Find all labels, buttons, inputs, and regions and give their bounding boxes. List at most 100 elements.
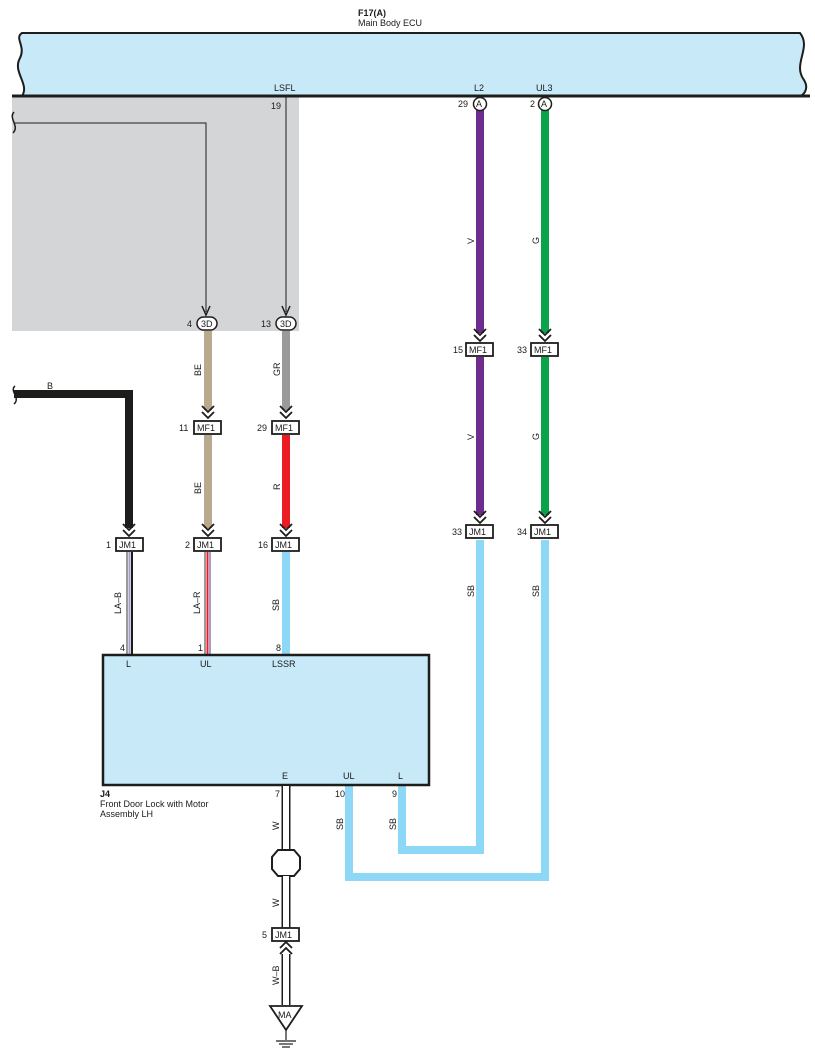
ecu-name: Main Body ECU: [358, 18, 422, 28]
wire-la-r-label: LA–R: [192, 591, 202, 614]
wire-sb-g-label: SB: [531, 585, 541, 597]
connector-jm1-g: [530, 524, 559, 539]
connector-3d-right-name: 3D: [280, 319, 292, 329]
connector-jm1-v-pin: 33: [452, 527, 462, 537]
lock-pin-lssr-label: LSSR: [272, 659, 296, 669]
arrow-3d-left: [201, 305, 211, 317]
connector-3d-right-pin: 13: [261, 319, 271, 329]
connector-jm1-be: [193, 537, 222, 552]
connector-jm1-w: [271, 927, 300, 942]
lock-pin-ul-bottom-number: 10: [335, 789, 345, 799]
ecu-pin-lsfl-label: LSFL: [274, 83, 296, 93]
connector-jm1-be-pin: 2: [185, 540, 190, 550]
internal-wire-left: [14, 122, 207, 312]
wire-v-upper-label: V: [466, 238, 476, 244]
ecu-connector-a-ul3-tag: A: [541, 99, 547, 109]
lock-pin-ul-bottom-label: UL: [343, 771, 355, 781]
connector-mf1-be-pin: 11: [179, 423, 188, 433]
connector-mf1-v: [465, 342, 494, 357]
connector-3d-right: [275, 316, 297, 331]
connector-mf1-v-pin: 15: [453, 345, 463, 355]
chevron-v-jm1: [473, 510, 487, 525]
ecu-body: [17, 32, 808, 97]
ecu-pin-l2-number: 29: [458, 99, 468, 109]
connector-jm1-b: [115, 537, 144, 552]
lock-name-line1: Front Door Lock with Motor: [100, 799, 209, 809]
lock-assembly-box: [101, 653, 431, 787]
connector-jm1-b-name: JM1: [119, 540, 136, 550]
connector-mf1-be: [193, 420, 222, 435]
lock-pin-ul-number: 1: [198, 643, 203, 653]
wire-w-upper-label: W: [271, 821, 281, 830]
lock-pin-l-label: L: [126, 659, 131, 669]
chevron-b-jm1: [122, 523, 136, 538]
connector-jm1-g-name: JM1: [534, 527, 551, 537]
wire-sb-l-route: [398, 540, 484, 854]
connector-mf1-gr-name: MF1: [275, 423, 293, 433]
wire-b-label: B: [47, 381, 53, 391]
ecu-pin-l2-label: L2: [474, 83, 484, 93]
wire-sb-ul-route: [345, 540, 549, 881]
ecu-pin-ul3-label: UL3: [536, 83, 553, 93]
chevron-be-mf1: [201, 405, 215, 420]
lock-pin-l-bottom-label: L: [398, 771, 403, 781]
ecu-connector-a-l2-tag: A: [476, 99, 482, 109]
connector-mf1-g-pin: 33: [517, 345, 527, 355]
wire-w-lower-label: W: [271, 898, 281, 907]
wire-la-b-label: LA–B: [113, 592, 123, 614]
ecu-connector-a-l2: [472, 96, 488, 112]
chevron-g-jm1: [538, 510, 552, 525]
ecu-code: F17(A): [358, 8, 386, 18]
splice-octagon: [271, 849, 301, 877]
ground-point-ma: [268, 1005, 304, 1032]
arrow-3d-right: [281, 305, 291, 317]
wire-v-lower-label: V: [466, 434, 476, 440]
wire-sb-ul-label: SB: [335, 818, 345, 830]
chevron-wb-jm1: [279, 940, 293, 955]
lock-pin-l-bottom-number: 9: [392, 789, 397, 799]
connector-3d-left-pin: 4: [187, 319, 192, 329]
connector-jm1-w-pin: 5: [262, 930, 267, 940]
connector-jm1-v-name: JM1: [469, 527, 486, 537]
lock-name-line2: Assembly LH: [100, 809, 153, 819]
chevron-be-jm1: [201, 523, 215, 538]
connector-jm1-r-name: JM1: [275, 540, 292, 550]
wire-gr-label: GR: [272, 362, 282, 376]
connector-jm1-g-pin: 34: [517, 527, 527, 537]
connector-mf1-g: [530, 342, 559, 357]
wire-g-upper-label: G: [531, 237, 541, 244]
lock-pin-l-number: 4: [120, 643, 125, 653]
lock-pin-e-number: 7: [275, 789, 280, 799]
break-mark-left-upper: [11, 111, 17, 134]
connector-mf1-gr: [271, 420, 300, 435]
connector-mf1-be-name: MF1: [197, 423, 215, 433]
wire-g-lower-label: G: [531, 433, 541, 440]
connector-jm1-v: [465, 524, 494, 539]
chevron-r-jm1: [279, 523, 293, 538]
shaded-area: [12, 96, 299, 331]
lock-pin-lssr-number: 8: [276, 643, 281, 653]
connector-jm1-w-name: JM1: [275, 930, 292, 940]
ecu-pin-ul3-number: 2: [530, 99, 535, 109]
chevron-v-mf1: [473, 328, 487, 343]
chevron-gr-mf1: [279, 405, 293, 420]
connector-mf1-gr-pin: 29: [257, 423, 267, 433]
connector-3d-left-name: 3D: [201, 319, 213, 329]
wire-be-upper-label: BE: [193, 364, 203, 376]
connector-jm1-b-pin: 1: [106, 540, 111, 550]
connector-jm1-be-name: JM1: [197, 540, 214, 550]
wire-sb-lssr-label: SB: [271, 599, 281, 611]
wire-sb-l-label: SB: [388, 818, 398, 830]
wire-b: [14, 390, 133, 528]
ecu-pin-lsfl-number: 19: [271, 101, 281, 111]
connector-3d-left: [196, 316, 218, 331]
break-mark-b: [12, 385, 18, 405]
lock-code: J4: [100, 789, 110, 799]
lock-pin-e-label: E: [282, 771, 288, 781]
ground-point-name: MA: [278, 1010, 292, 1020]
wire-r-label: R: [272, 483, 282, 490]
chevron-g-mf1: [538, 328, 552, 343]
wire-sb-v-label: SB: [466, 585, 476, 597]
